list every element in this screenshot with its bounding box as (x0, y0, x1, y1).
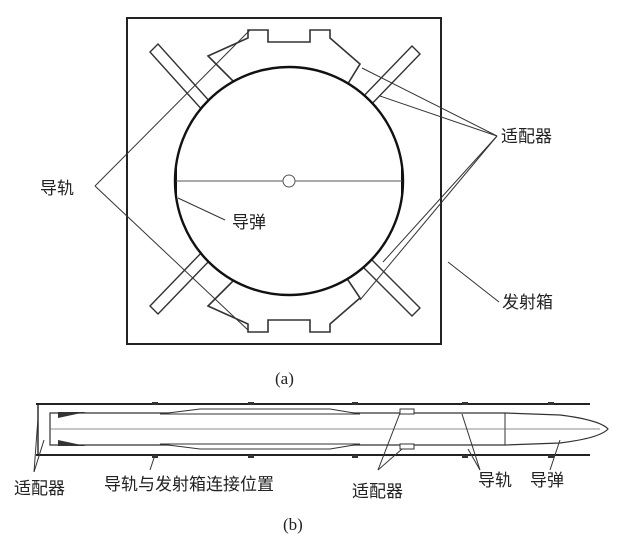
label-rail: 导轨 (40, 179, 74, 199)
label-missile: 导弹 (232, 213, 266, 233)
adapter-long-bottom (159, 443, 361, 450)
label-missile-long: 导弹 (530, 471, 564, 491)
label-adapter-left: 适配器 (14, 479, 65, 499)
rail-slot-bottom-left (149, 249, 213, 315)
leader-lines-b (33, 412, 561, 473)
rail-slots (149, 42, 421, 317)
cross-section-view: 适配器 导轨 导弹 发射箱 (a) (40, 17, 553, 388)
label-adapter-mid: 适配器 (352, 482, 403, 502)
mid-adapters (399, 408, 415, 450)
rear-adapter-bottom (58, 440, 86, 446)
rear-adapter-top (58, 412, 86, 418)
adapter-long-top (159, 408, 361, 415)
caption-b: (b) (283, 515, 303, 534)
longitudinal-view: 适配器 导轨与发射箱连接位置 适配器 导轨 导弹 (b) (14, 402, 609, 534)
mid-adapter-top (399, 408, 415, 415)
label-rail-box-connection: 导轨与发射箱连接位置 (104, 475, 274, 495)
adapters-long (159, 408, 361, 450)
caption-a: (a) (275, 369, 294, 388)
label-adapter: 适配器 (501, 127, 552, 147)
label-rail-long: 导轨 (478, 471, 512, 491)
mid-adapter-bottom (399, 443, 415, 450)
connection-ticks (152, 402, 554, 458)
missile-center-mark (282, 174, 296, 188)
launch-box-outline (126, 17, 442, 345)
leader-lines-a (94, 29, 500, 331)
label-launch-box: 发射箱 (502, 293, 553, 313)
rear-adapters (58, 412, 86, 446)
